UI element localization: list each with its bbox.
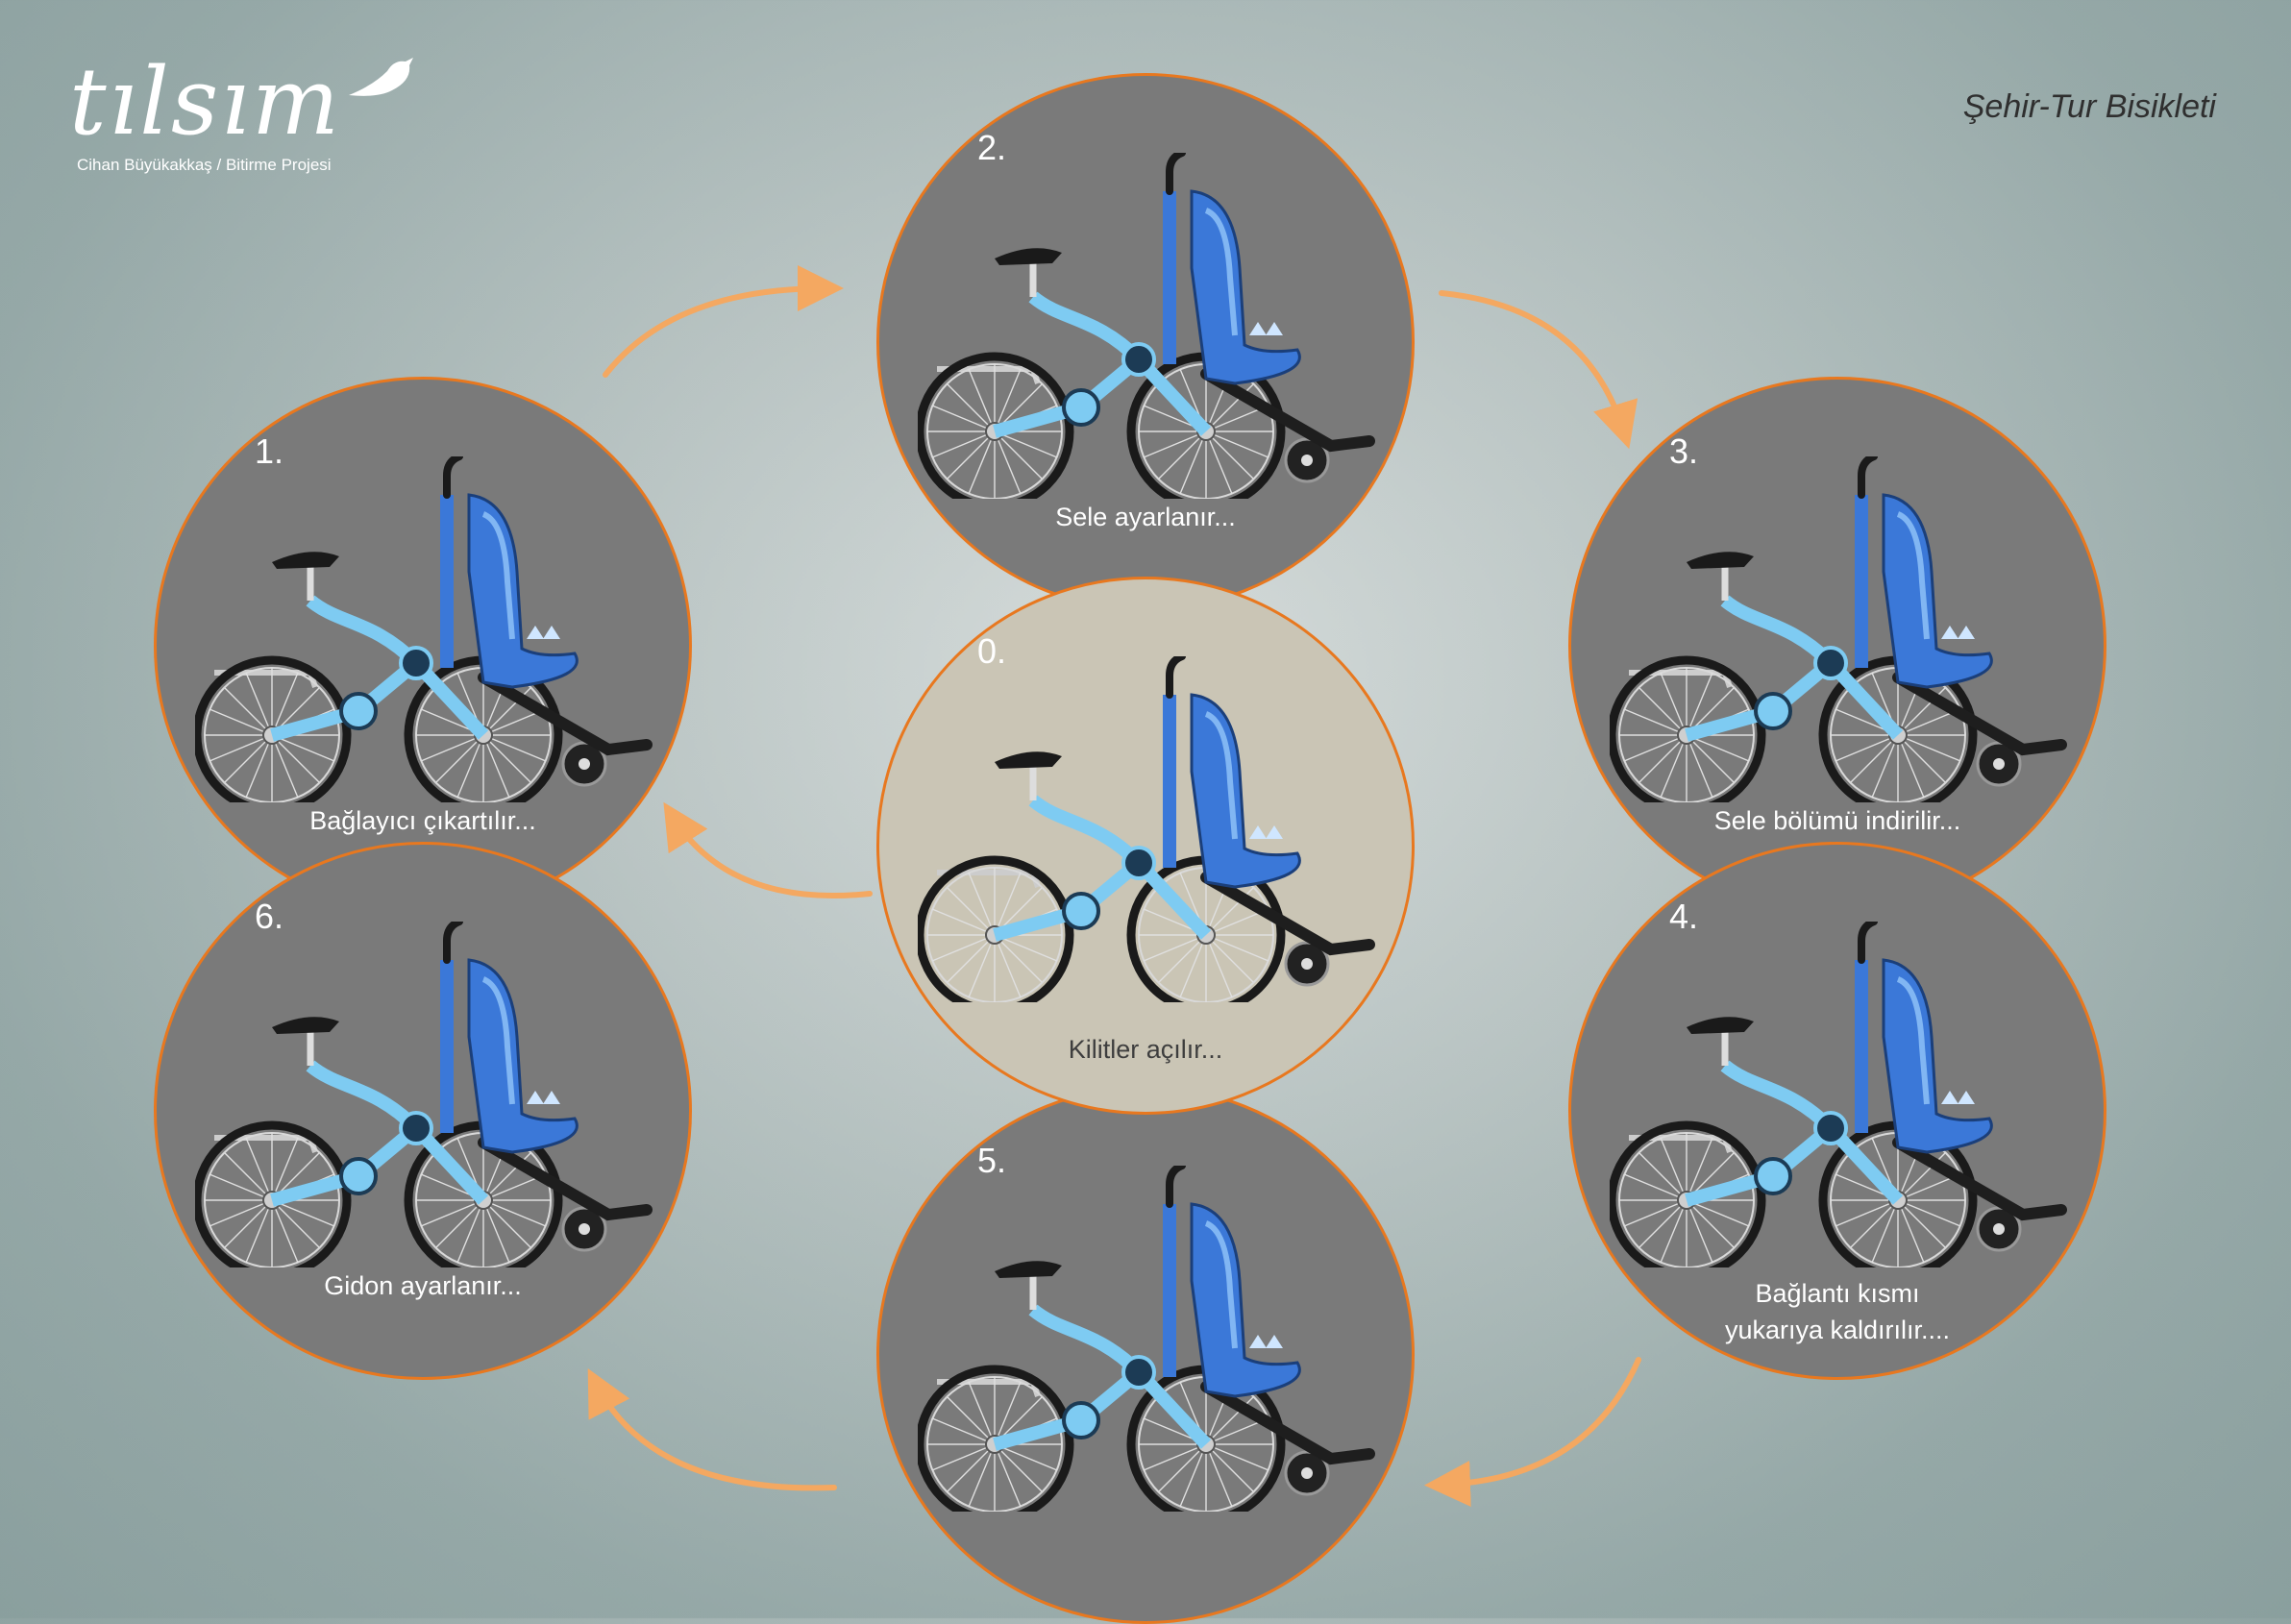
logo-subtitle: Cihan Büyükakkaş / Bitirme Projesi [77,156,332,174]
page-title: Şehir-Tur Bisikleti [1962,88,2216,125]
step-number: 4. [1669,897,1699,936]
step-number: 6. [255,897,284,936]
step-2-circle: 2. Sele ayarlanır... [876,73,1415,611]
bike-illustration [195,456,656,802]
step-number: 3. [1669,431,1699,471]
arrow-5-to-6 [587,1368,837,1491]
step-caption: Sele bölümü indirilir... [1713,806,1961,835]
step-1-circle: 1. Bağlayıcı çıkartılır... [154,377,692,915]
step-0-circle: 0. Kilitler açılır... [876,577,1415,1115]
step-caption: Bağlayıcı çıkartılır... [309,806,536,835]
step-number: 5. [977,1141,1007,1180]
bike-illustration [918,153,1379,499]
step-caption: Sele ayarlanır... [1055,503,1236,531]
arrow-2-to-3 [1439,290,1638,450]
step-caption: Kilitler açılır... [1068,1035,1223,1064]
step-6-circle: 6. Gidon ayarlanır... [154,842,692,1380]
arrow-0-to-1 [663,801,873,899]
bike-illustration [918,1166,1379,1512]
logo-wordmark: tılsım [69,48,341,156]
bike-illustration [1610,456,2071,802]
step-number: 1. [255,431,284,471]
bike-illustration [1610,922,2071,1267]
step-caption: Gidon ayarlanır... [324,1271,522,1300]
step-number: 2. [977,128,1007,167]
step-caption: Bağlantı kısmı yukarıya kaldırılır.... [1724,1279,1951,1344]
step-3-circle: 3. Sele bölümü indirilir... [1568,377,2106,915]
step-4-circle: 4. Bağlantı kısmı yukarıya kaldırılır...… [1568,842,2106,1380]
arrow-4-to-5 [1424,1357,1641,1507]
bike-illustration [918,656,1379,1002]
bird-icon [349,58,413,96]
arrow-1-to-2 [603,265,844,378]
step-5-circle: 5. [876,1086,1415,1624]
brand-logo: tılsım Cihan Büyükakkaş / Bitirme Projes… [69,48,413,175]
step-number: 0. [977,631,1007,671]
bike-illustration [195,922,656,1267]
